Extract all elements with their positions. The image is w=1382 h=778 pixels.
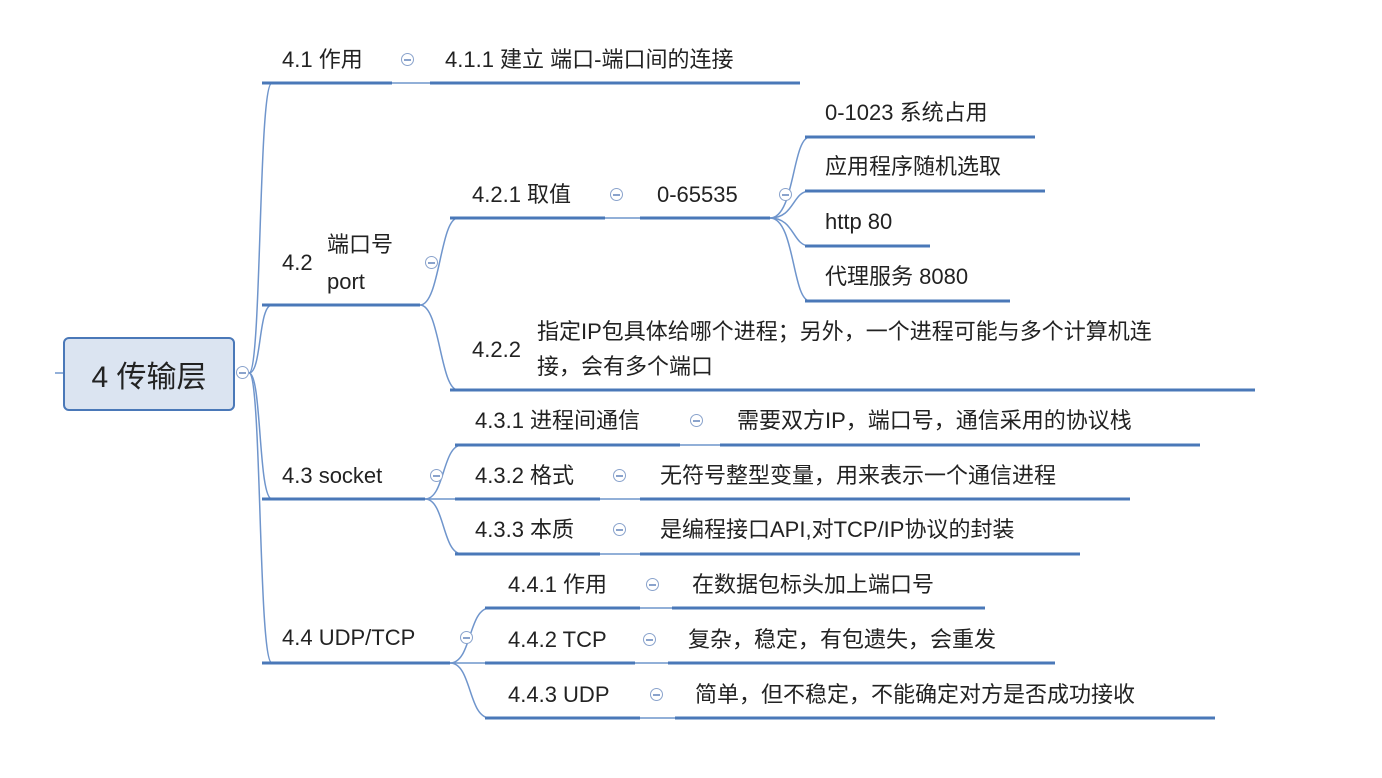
topic-4-4-2-detail[interactable]: 复杂，稳定，有包遗失，会重发 — [688, 627, 997, 652]
topic-4-4-1[interactable]: 4.4.1 作用 — [508, 572, 608, 597]
topic-4-2-2-num[interactable]: 4.2.2 — [472, 337, 521, 362]
topic-4-3-1-detail[interactable]: 需要双方IP，端口号，通信采用的协议栈 — [737, 408, 1132, 433]
port-range[interactable]: 0-65535 — [657, 182, 738, 207]
topic-4-4-1-detail[interactable]: 在数据包标头加上端口号 — [692, 572, 935, 597]
collapse-icon[interactable] — [430, 469, 443, 482]
port-item[interactable]: 0-1023 系统占用 — [825, 100, 988, 125]
collapse-icon[interactable] — [401, 53, 414, 66]
branch-4-2-label-en[interactable]: port — [327, 269, 365, 294]
collapse-icon[interactable] — [646, 578, 659, 591]
topic-4-3-2-detail[interactable]: 无符号整型变量，用来表示一个通信进程 — [660, 463, 1057, 488]
topic-4-3-3-detail[interactable]: 是编程接口API,对TCP/IP协议的封装 — [660, 517, 1015, 542]
topic-4-2-2-line1[interactable]: 指定IP包具体给哪个进程；另外，一个进程可能与多个计算机连 — [537, 319, 1152, 344]
topic-4-4-2[interactable]: 4.4.2 TCP — [508, 627, 607, 652]
branch-4-4[interactable]: 4.4 UDP/TCP — [282, 625, 416, 650]
topic-4-2-2-line2[interactable]: 接，会有多个端口 — [537, 354, 714, 379]
topic-4-1-1[interactable]: 4.1.1 建立 端口-端口间的连接 — [445, 47, 734, 72]
topic-4-3-2[interactable]: 4.3.2 格式 — [475, 463, 575, 488]
branch-4-1[interactable]: 4.1 作用 — [282, 47, 363, 72]
topic-4-3-1[interactable]: 4.3.1 进程间通信 — [475, 408, 641, 433]
root-label: 4 传输层 — [91, 361, 207, 394]
collapse-icon[interactable] — [643, 633, 656, 646]
topic-4-2-1[interactable]: 4.2.1 取值 — [472, 182, 572, 207]
port-item[interactable]: 应用程序随机选取 — [825, 154, 1002, 179]
collapse-icon[interactable] — [613, 523, 626, 536]
topic-4-4-3[interactable]: 4.4.3 UDP — [508, 682, 610, 707]
topic-4-3-3[interactable]: 4.3.3 本质 — [475, 517, 575, 542]
collapse-icon[interactable] — [690, 414, 703, 427]
branch-4-2-num[interactable]: 4.2 — [282, 250, 313, 275]
collapse-icon[interactable] — [236, 366, 249, 379]
collapse-icon[interactable] — [779, 188, 792, 201]
branch-4-3[interactable]: 4.3 socket — [282, 463, 383, 488]
collapse-icon[interactable] — [650, 688, 663, 701]
branch-4-2-label[interactable]: 端口号 — [327, 232, 394, 257]
topic-4-4-3-detail[interactable]: 简单，但不稳定，不能确定对方是否成功接收 — [695, 682, 1136, 707]
collapse-icon[interactable] — [425, 256, 438, 269]
collapse-icon[interactable] — [613, 469, 626, 482]
collapse-icon[interactable] — [460, 631, 473, 644]
root-node[interactable]: 4 传输层 — [63, 337, 235, 411]
port-item[interactable]: 代理服务 8080 — [825, 264, 969, 289]
port-item[interactable]: http 80 — [825, 209, 893, 234]
collapse-icon[interactable] — [610, 188, 623, 201]
